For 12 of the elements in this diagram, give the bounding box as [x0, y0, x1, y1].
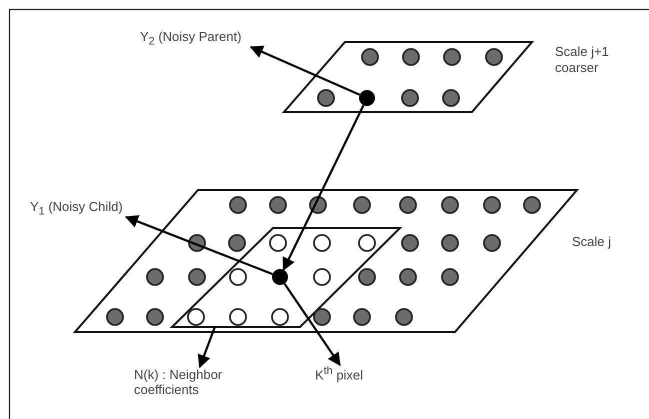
callout-text: Y$_{2}$ (Noisy Parent) — [140, 29, 298, 47]
arrow — [124, 215, 273, 276]
scale-label: Scale j — [572, 234, 612, 250]
callout-text: N(k) : Neighbor coefficients — [134, 367, 252, 403]
arrow — [198, 326, 216, 368]
callout-text: K$^{th}$ pixel — [315, 365, 377, 383]
callout-text: Y$_{1}$ (Noisy Child) — [30, 199, 176, 217]
scale-plane — [172, 228, 400, 327]
scale-label: Scale j+1 coarser — [555, 44, 610, 76]
arrow — [284, 283, 341, 366]
arrow — [282, 104, 364, 271]
arrow — [250, 46, 360, 96]
